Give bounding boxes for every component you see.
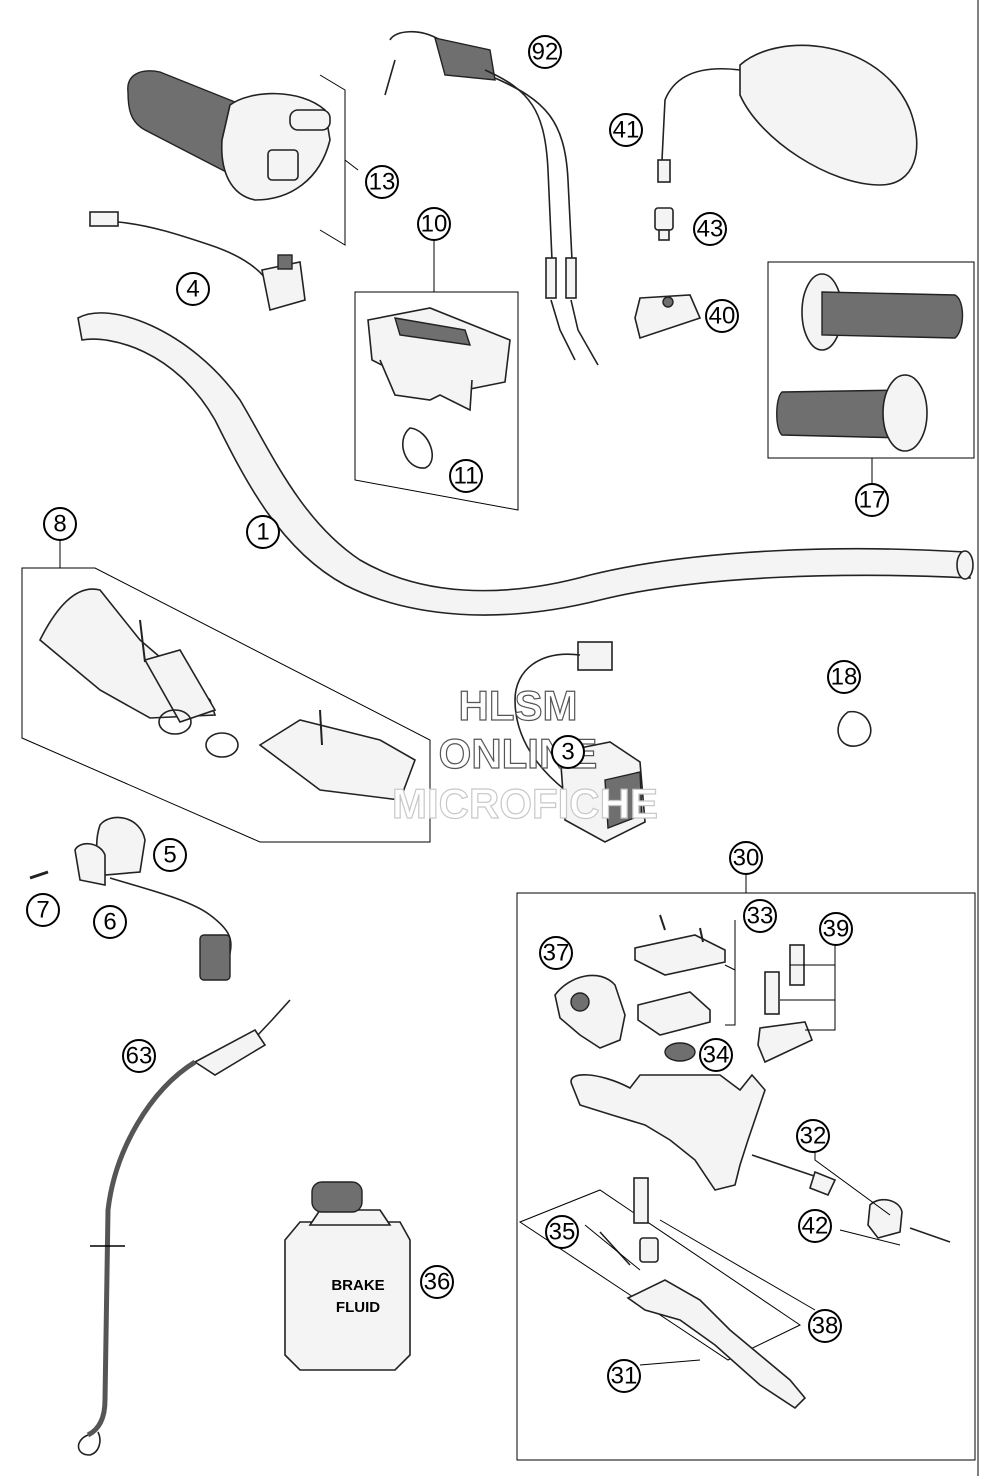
callout-37: 37: [539, 936, 573, 970]
svg-text:6: 6: [103, 909, 116, 936]
callout-41: 41: [609, 113, 643, 147]
callout-11: 11: [449, 459, 483, 493]
callout-6: 6: [93, 905, 127, 939]
watermark-line1: HLSM: [459, 682, 578, 729]
svg-text:17: 17: [859, 487, 886, 514]
bottle-label-line1: BRAKE: [331, 1277, 384, 1294]
callout-32: 32: [796, 1119, 830, 1153]
callout-40: 40: [705, 299, 739, 333]
brake-fluid-bottle: BRAKE FLUID: [284, 1181, 411, 1371]
switch-clamp: [74, 816, 232, 981]
callout-17: 17: [855, 483, 889, 517]
svg-text:5: 5: [163, 842, 176, 869]
svg-text:3: 3: [561, 739, 574, 766]
handlebar-pad: [367, 307, 511, 412]
callout-63: 63: [122, 1039, 156, 1073]
cap-34: [664, 1042, 696, 1062]
svg-text:8: 8: [53, 511, 66, 538]
callout-36: 36: [420, 1265, 454, 1299]
kill-switch: [89, 211, 306, 312]
box-17: [767, 261, 975, 459]
light-switch: [514, 641, 646, 843]
bottle-label-line2: FLUID: [336, 1299, 380, 1316]
svg-text:35: 35: [549, 1219, 576, 1246]
callout-42: 42: [798, 1209, 832, 1243]
reservoir-cover: [634, 914, 726, 1036]
bracket-13: [319, 74, 346, 246]
callout-7: 7: [26, 893, 60, 927]
svg-text:34: 34: [703, 1042, 730, 1069]
master-cylinder: [570, 1073, 766, 1191]
callout-5: 5: [153, 838, 187, 872]
box-10: [354, 291, 519, 511]
mirror-adapter-43: [654, 207, 674, 241]
handlebar: [77, 312, 974, 616]
lever-guard-37: [554, 974, 626, 1049]
svg-text:4: 4: [186, 276, 199, 303]
leader-13: [344, 159, 359, 171]
clamp-40: [634, 294, 702, 340]
callout-13: 13: [365, 165, 399, 199]
brake-lever-31: [518, 1177, 807, 1410]
callout-35: 35: [545, 1215, 579, 1249]
callout-34: 34: [699, 1038, 733, 1072]
svg-text:1: 1: [256, 519, 269, 546]
callout-33: 33: [743, 899, 777, 933]
callout-18: 18: [827, 660, 861, 694]
push-rod-32: [751, 1154, 951, 1243]
watermark: HLSM ONLINE MICROFICHE: [391, 681, 658, 827]
svg-text:18: 18: [831, 664, 858, 691]
throttle-cables: [384, 30, 599, 366]
clamp-39: [757, 1021, 814, 1064]
callout-1: 1: [246, 515, 280, 549]
svg-text:36: 36: [424, 1269, 451, 1296]
svg-text:13: 13: [369, 169, 396, 196]
svg-text:40: 40: [709, 303, 736, 330]
svg-text:33: 33: [747, 903, 774, 930]
svg-text:92: 92: [532, 39, 559, 66]
svg-text:30: 30: [733, 845, 760, 872]
mirror: [657, 44, 918, 186]
svg-text:10: 10: [421, 211, 448, 238]
svg-text:37: 37: [543, 940, 570, 967]
callout-30: 30: [729, 841, 763, 875]
svg-text:42: 42: [802, 1213, 829, 1240]
callout-38: 38: [808, 1309, 842, 1343]
svg-text:43: 43: [697, 216, 724, 243]
cable-tie-11: [401, 427, 434, 469]
svg-text:41: 41: [613, 117, 640, 144]
svg-text:39: 39: [823, 916, 850, 943]
throttle-grip: [127, 70, 331, 201]
grip-lower: [776, 374, 928, 452]
cable-ties-8: [158, 709, 239, 758]
svg-text:38: 38: [812, 1313, 839, 1340]
handguard-left: [39, 588, 217, 723]
callout-43: 43: [693, 212, 727, 246]
grip-upper: [801, 273, 964, 351]
handguard-right: [258, 709, 416, 801]
brake-line: [77, 999, 291, 1456]
screw-7: [29, 870, 49, 880]
watermark-line3: MICROFICHE: [392, 780, 658, 827]
callout-4: 4: [176, 272, 210, 306]
cable-tie-18: [837, 711, 872, 747]
callout-39: 39: [819, 912, 853, 946]
svg-text:63: 63: [126, 1043, 153, 1070]
svg-text:31: 31: [611, 1363, 638, 1390]
bolts-39: [764, 944, 805, 1015]
svg-text:32: 32: [800, 1123, 827, 1150]
svg-text:11: 11: [454, 463, 479, 490]
callout-3: 3: [551, 735, 585, 769]
callout-10: 10: [417, 207, 451, 241]
box-8: [21, 567, 431, 843]
callout-92: 92: [528, 35, 562, 69]
callout-8: 8: [43, 507, 77, 541]
svg-text:7: 7: [36, 897, 49, 924]
callout-31: 31: [607, 1359, 641, 1393]
